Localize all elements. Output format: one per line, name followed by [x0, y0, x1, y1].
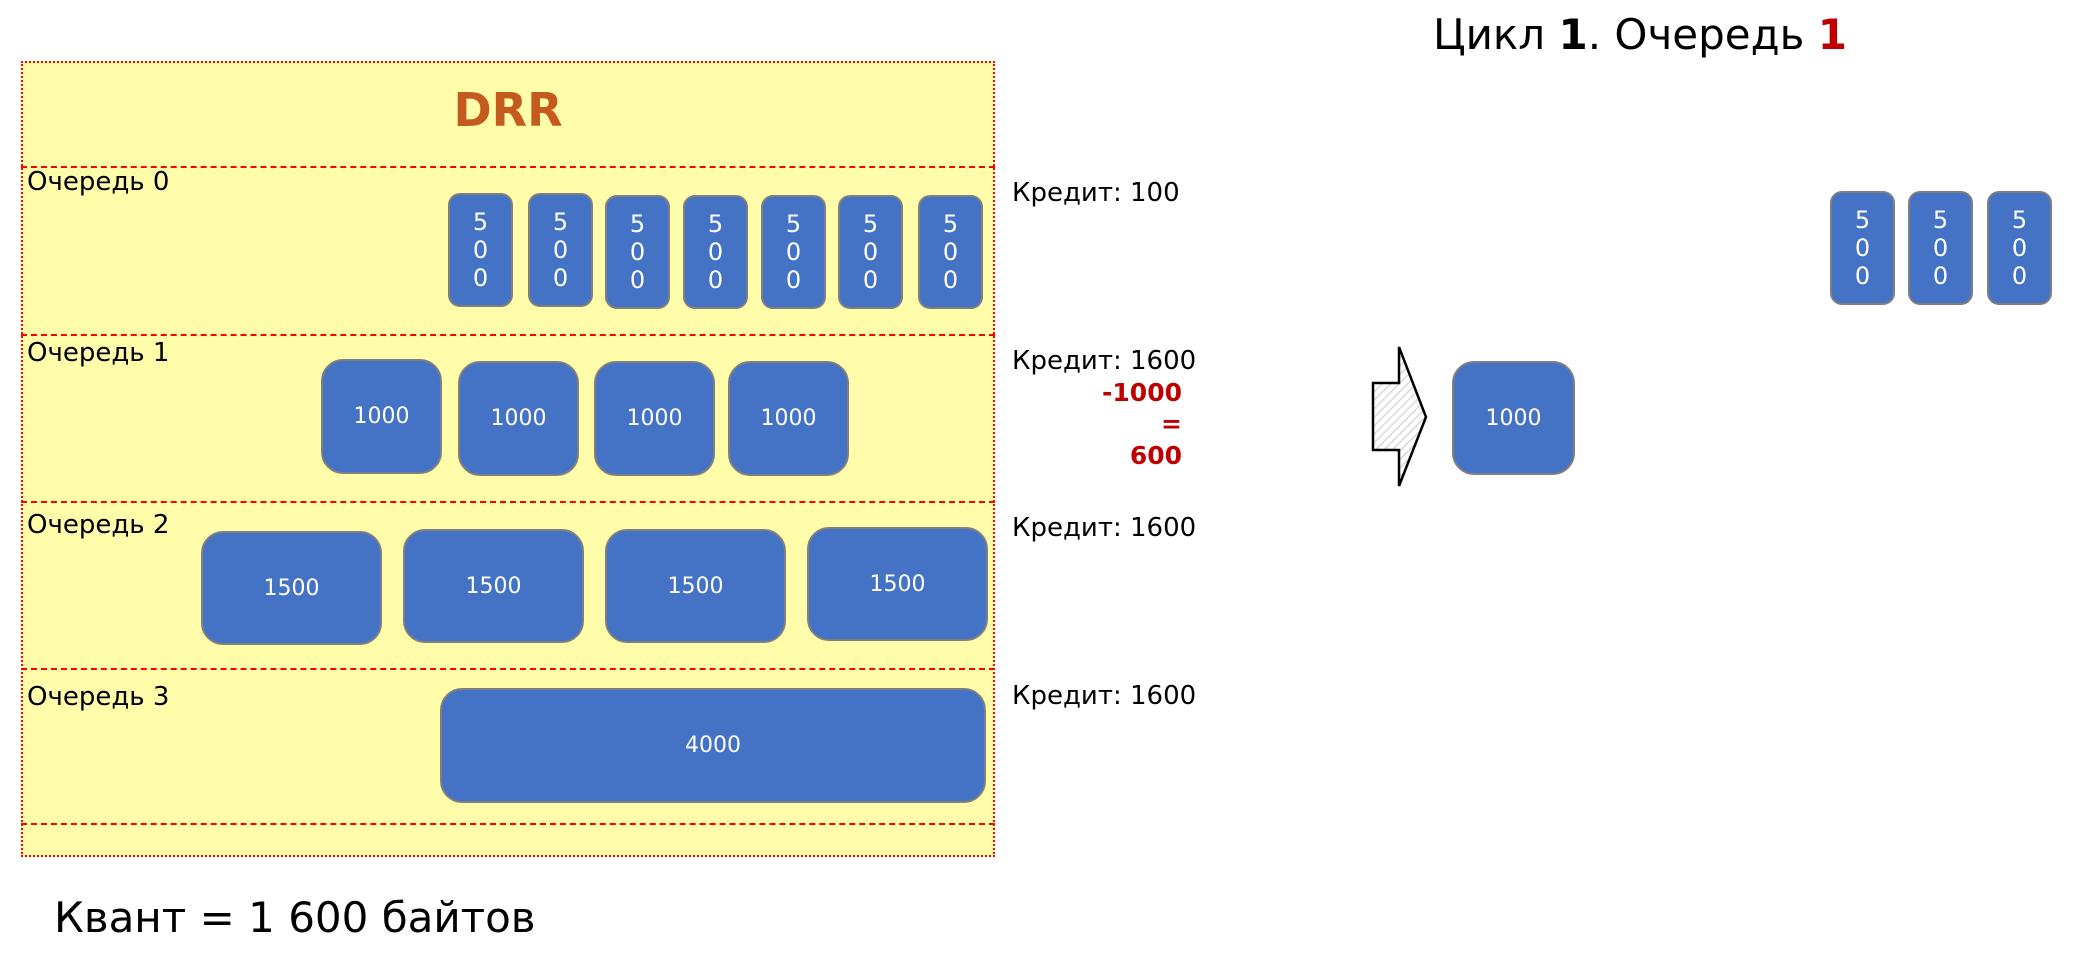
cycle-title: Цикл 1. Очередь 1 — [1433, 10, 1847, 60]
packet-1000: 1000 — [594, 361, 715, 476]
queue-1-label: Очередь 1 — [27, 338, 170, 368]
packet-500: 500 — [918, 195, 983, 309]
packet-1500: 1500 — [605, 529, 786, 643]
queue-1-credit: Кредит: 1600 — [1012, 346, 1197, 376]
queue-2-label: Очередь 2 — [27, 510, 170, 540]
drr-title: DRR — [453, 83, 563, 137]
packet-1500: 1500 — [201, 531, 382, 645]
sent-packet-500: 500 — [1830, 191, 1895, 305]
packet-1000: 1000 — [728, 361, 849, 476]
packet-500: 500 — [605, 195, 670, 309]
packet-500: 500 — [683, 195, 748, 309]
quantum-label: Квант = 1 600 байтов — [54, 893, 536, 942]
packet-1500: 1500 — [403, 529, 584, 643]
packet-500: 500 — [761, 195, 826, 309]
packet-4000: 4000 — [440, 688, 986, 803]
queue-0-credit: Кредит: 100 — [1012, 178, 1180, 208]
queue-separator — [21, 668, 995, 670]
credit-deduction: -1000 — [1102, 378, 1182, 407]
packet-1000: 1000 — [458, 361, 579, 476]
packet-500: 500 — [528, 193, 593, 307]
credit-result: 600 — [1129, 441, 1182, 470]
queue-3-label: Очередь 3 — [27, 682, 170, 712]
queue-separator — [21, 166, 995, 168]
queue-number: 1 — [1817, 10, 1847, 59]
queue-separator — [21, 501, 995, 503]
sent-packet-500: 500 — [1987, 191, 2052, 305]
packet-500: 500 — [448, 193, 513, 307]
queue-0-label: Очередь 0 — [27, 167, 170, 197]
cycle-number: 1 — [1558, 10, 1588, 59]
dequeue-arrow-icon — [1371, 346, 1428, 487]
cycle-title-prefix: Цикл — [1433, 10, 1559, 59]
packet-1500: 1500 — [807, 527, 988, 641]
cycle-title-middle: . Очередь — [1587, 10, 1818, 59]
queue-2-credit: Кредит: 1600 — [1012, 513, 1197, 543]
current-packet-1000: 1000 — [1452, 361, 1575, 475]
queue-separator — [21, 823, 995, 825]
credit-equals: = — [1161, 409, 1182, 438]
queue-3-credit: Кредит: 1600 — [1012, 681, 1197, 711]
packet-1000: 1000 — [321, 359, 442, 474]
packet-500: 500 — [838, 195, 903, 309]
sent-packet-500: 500 — [1908, 191, 1973, 305]
queue-separator — [21, 334, 995, 336]
